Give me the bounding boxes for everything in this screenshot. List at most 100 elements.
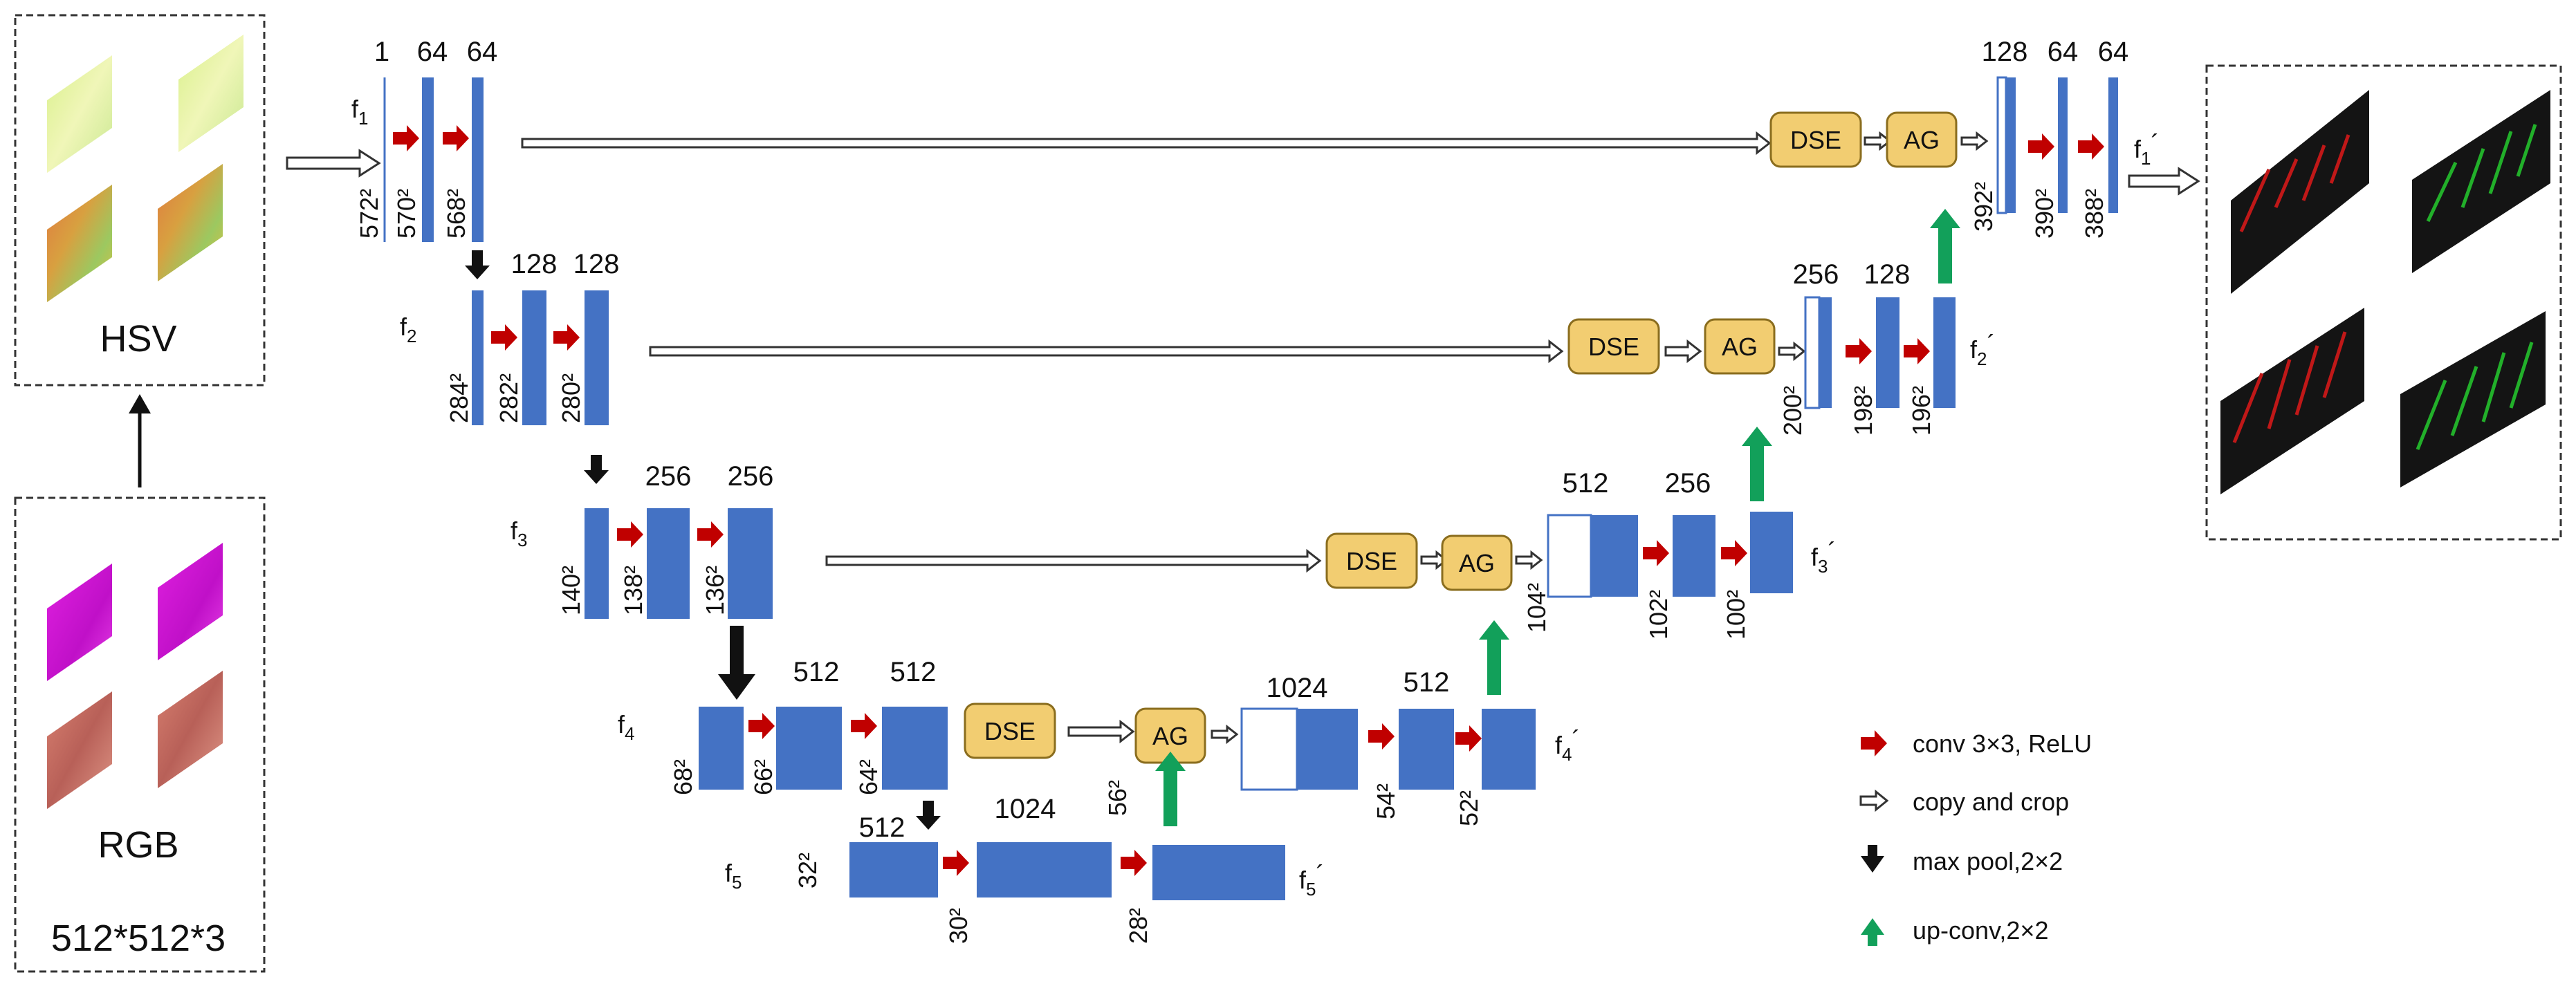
pool-arrow [916, 801, 941, 830]
f1-size-0: 572² [355, 189, 383, 239]
f4p-label: f4´ [1555, 725, 1580, 765]
f3-ch-1: 256 [728, 461, 774, 492]
f1p-size-0: 392² [1969, 182, 1998, 232]
f3-size-2: 136² [701, 566, 729, 615]
f1p-ch-0: 128 [1982, 37, 2028, 67]
up-arrow [1742, 427, 1772, 501]
svg-text:DSE: DSE [1588, 333, 1639, 361]
block-f1-b [472, 77, 484, 242]
f3-size-1: 138² [619, 566, 647, 615]
attention-level-1: DSE AG [1769, 111, 1988, 168]
legend-conv-icon [1861, 730, 1887, 756]
legend-pool-text: max pool,2×2 [1913, 847, 2063, 875]
legend: conv 3×3, ReLU copy and crop max pool,2×… [1859, 729, 2092, 946]
f2p-size-0: 200² [1778, 386, 1807, 436]
rgb-images [47, 543, 223, 809]
encoder-level-3: 256 256 f3 140² 138² 136² [510, 461, 773, 700]
conv-arrow [2028, 133, 2054, 160]
f1p-size-1: 390² [2030, 189, 2059, 239]
f5-ch-1: 1024 [995, 794, 1056, 824]
rgb-label: RGB [98, 824, 178, 866]
f4-ch-0: 512 [793, 657, 840, 687]
f2p-ch-1: 128 [1864, 259, 1911, 290]
f1p-ch-1: 64 [2048, 37, 2079, 67]
f4p-ch-1: 512 [1404, 667, 1450, 698]
conv-arrow [491, 324, 517, 351]
f2p-label: f2´ [1970, 330, 1995, 369]
legend-pool-icon [1861, 845, 1884, 873]
output-panel [2205, 64, 2562, 541]
f2p-ch-0: 256 [1793, 259, 1839, 290]
up-arrow [1930, 209, 1960, 283]
conv-arrow [697, 521, 724, 548]
legend-up-icon [1861, 918, 1884, 946]
pool-arrow-large [718, 626, 755, 700]
skip-connection-1 [521, 131, 1772, 156]
legend-copy-icon [1859, 789, 1889, 812]
f2-label: f2 [400, 313, 416, 346]
svg-text:DSE: DSE [1346, 547, 1397, 575]
f4p-ch-0: 1024 [1267, 673, 1328, 703]
skip-connection-3 [825, 548, 1322, 573]
attention-level-2: DSE AG [1567, 318, 1805, 375]
f2-ch-0: 128 [511, 249, 558, 279]
decoder-level-4: 1024 512 56² 54² 52² f4´ [1103, 620, 1580, 826]
input-size-label: 512*512*3 [51, 918, 226, 959]
f4-size-1: 66² [749, 759, 778, 795]
input-arrow [286, 149, 381, 178]
skip-connection-2 [649, 339, 1564, 364]
conv-arrow [1846, 338, 1872, 364]
conv-arrow [748, 713, 775, 739]
f5p-label: f5´ [1299, 860, 1324, 900]
svg-text:AG: AG [1904, 126, 1940, 154]
rgb-to-hsv-arrow [129, 394, 151, 487]
svg-text:AG: AG [1152, 722, 1188, 750]
f3-label: f3 [510, 517, 527, 550]
f3p-label: f3´ [1811, 537, 1836, 577]
conv-arrow [1455, 725, 1482, 752]
conv-arrow [1368, 723, 1395, 750]
encoder-level-4: 512 512 f4 68² 66² 64² [618, 657, 948, 830]
svg-text:DSE: DSE [984, 717, 1036, 745]
svg-text:DSE: DSE [1790, 126, 1841, 154]
conv-arrow [617, 521, 643, 548]
hsv-images [47, 35, 243, 302]
f4p-size-1: 54² [1372, 783, 1400, 819]
conv-arrow [1904, 338, 1930, 364]
f4-ch-1: 512 [890, 657, 937, 687]
f5-label: f5 [725, 859, 742, 893]
f3p-size-1: 102² [1644, 590, 1673, 640]
conv-arrow [943, 850, 969, 876]
f3p-ch-0: 512 [1563, 468, 1609, 499]
f1p-label: f1´ [2134, 129, 2159, 169]
f2-size-2: 280² [557, 373, 585, 423]
f1-ch-1: 64 [417, 37, 448, 67]
conv-arrow [851, 713, 877, 739]
f2-size-0: 284² [445, 373, 473, 423]
output-arrow [2128, 167, 2200, 196]
dse-block [964, 703, 1056, 759]
svg-text:AG: AG [1459, 549, 1495, 577]
attention-level-3: DSE AG [1325, 532, 1543, 591]
decoder-level-1: 128 64 64 392² 390² 388² f1´ [1969, 37, 2159, 239]
f5-size-0: 32² [793, 853, 822, 889]
f3-ch-0: 256 [645, 461, 692, 492]
conv-arrow [2078, 133, 2104, 160]
encoder-level-1: 1 64 64 f1 572² 570² 568² [351, 37, 497, 279]
f1-size-2: 568² [442, 189, 470, 239]
f5-size-1: 30² [944, 908, 973, 944]
legend-conv-text: conv 3×3, ReLU [1913, 729, 2092, 758]
conv-arrow [553, 324, 580, 351]
attention-level-4: DSE AG [964, 703, 1238, 764]
svg-text:AG: AG [1722, 333, 1758, 361]
f1p-size-2: 388² [2080, 189, 2108, 239]
conv-arrow [1721, 540, 1747, 566]
f2p-size-2: 196² [1907, 386, 1935, 436]
conv-arrow [1643, 540, 1669, 566]
rgb-panel [14, 496, 266, 973]
f4-size-2: 64² [854, 759, 883, 795]
f4-label: f4 [618, 710, 634, 744]
conv-arrow [443, 125, 469, 151]
f2-size-1: 282² [495, 373, 523, 423]
